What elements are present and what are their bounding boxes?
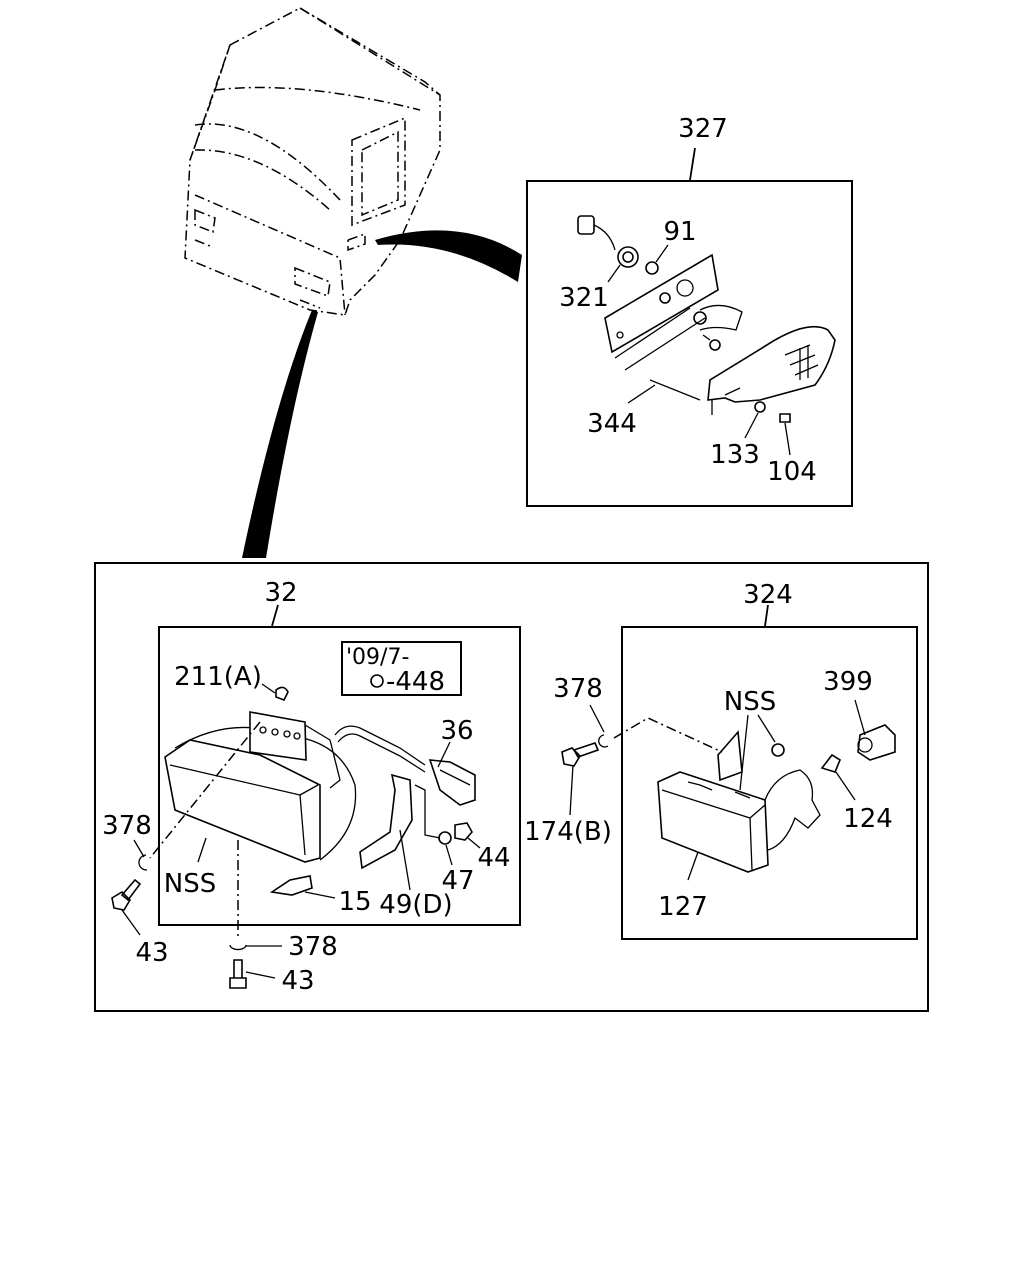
label-date-code: '09/7- xyxy=(346,645,409,670)
label-36: 36 xyxy=(440,716,473,746)
bolt-43-left-part xyxy=(111,878,142,911)
bolt-43-bottom-part xyxy=(229,959,247,989)
bulb-small-part xyxy=(645,261,659,275)
side-lamp-housing-part xyxy=(707,325,836,415)
label-104: 104 xyxy=(767,457,817,487)
gasket-plate-part xyxy=(604,253,743,354)
bracket-211-part xyxy=(275,686,289,702)
truck-cab-illustration xyxy=(184,7,522,558)
label-211a: 211(A) xyxy=(174,662,262,692)
side-lamp-assembly-box: 327 321 91 344 xyxy=(526,114,853,507)
label-327: 327 xyxy=(678,114,728,144)
fog-lamp-right-box: 324 NSS 399 124 127 xyxy=(621,580,918,940)
label-nss-right: NSS xyxy=(724,687,776,717)
bulb-socket-part xyxy=(577,215,639,268)
label-344: 344 xyxy=(587,409,637,439)
fog-lamp-left-box: 32 '09/7- -448 211(A) 36 xyxy=(158,578,521,926)
part-448-icon xyxy=(370,674,384,688)
fog-lamp-outer-box xyxy=(94,562,929,1012)
label-47: 47 xyxy=(441,866,474,896)
label-378-right: 378 xyxy=(553,674,603,704)
connector-36-part xyxy=(428,759,476,806)
socket-399-part xyxy=(857,724,896,761)
label-49d: 49(D) xyxy=(379,890,452,920)
bulb-124-part xyxy=(820,753,841,773)
label-378-left: 378 xyxy=(102,811,152,841)
label-399: 399 xyxy=(823,667,873,697)
fog-lamp-housing-left xyxy=(164,711,426,863)
label-324: 324 xyxy=(743,580,793,610)
label-321: 321 xyxy=(559,283,609,313)
nut-44-part xyxy=(454,822,473,841)
label-43-bottom: 43 xyxy=(281,966,314,996)
label-448: -448 xyxy=(386,667,445,697)
label-378-bottom: 378 xyxy=(288,932,338,962)
label-91: 91 xyxy=(663,217,696,247)
label-44: 44 xyxy=(477,843,510,873)
label-32: 32 xyxy=(264,578,297,608)
label-127: 127 xyxy=(658,892,708,922)
right-fasteners: 378 174(B) xyxy=(524,674,723,847)
washer-side-part xyxy=(754,401,766,413)
label-15: 15 xyxy=(338,887,371,917)
left-fasteners: 378 43 378 43 xyxy=(102,721,338,996)
fog-lamp-housing-right xyxy=(657,730,821,873)
bulb-15-part xyxy=(269,875,313,896)
label-174b: 174(B) xyxy=(524,817,612,847)
label-43-left: 43 xyxy=(135,938,168,968)
bolt-174-part xyxy=(561,742,600,767)
washer-47-part xyxy=(438,831,452,845)
label-124: 124 xyxy=(843,804,893,834)
screw-side-part xyxy=(779,413,791,423)
label-133: 133 xyxy=(710,440,760,470)
bracket-49-part xyxy=(359,773,413,870)
label-nss-left: NSS xyxy=(164,869,216,899)
